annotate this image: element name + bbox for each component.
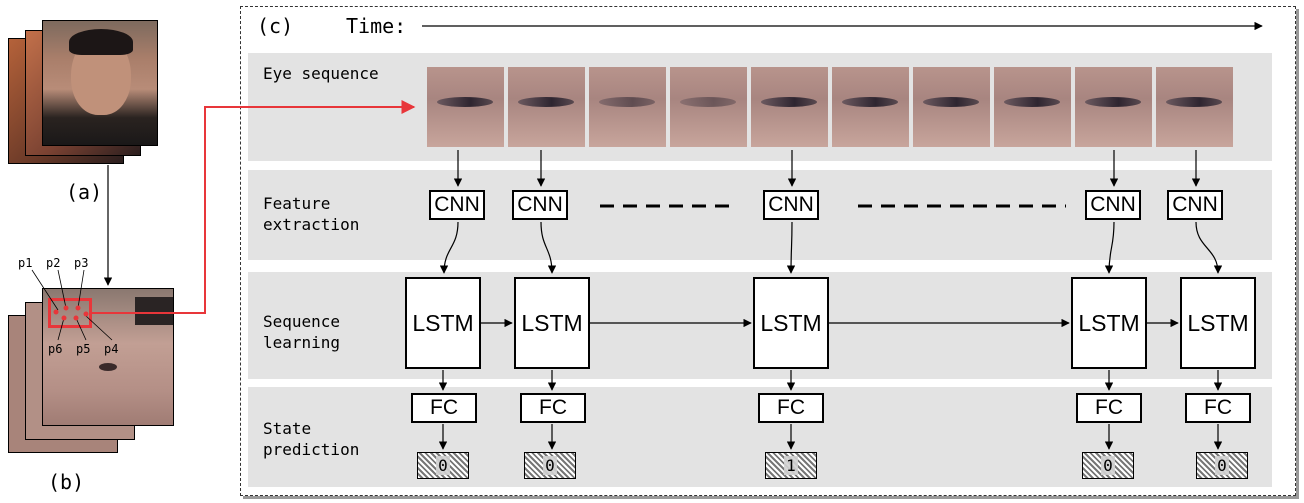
state-output: 0 <box>1196 452 1248 479</box>
eye-region-photo <box>42 288 174 426</box>
eye-to-cnn-arrows <box>453 150 1201 187</box>
state-output: 0 <box>524 452 576 479</box>
band-label-eye-sequence: Eye sequence <box>263 64 379 83</box>
cnn-box: CNN <box>429 190 485 220</box>
lstm-box: LSTM <box>514 277 590 369</box>
fc-box: FC <box>1076 393 1142 423</box>
landmark-p2: p2 <box>46 256 61 270</box>
cnn-box: CNN <box>763 190 819 220</box>
lstm-box: LSTM <box>1180 277 1256 369</box>
cnn-to-lstm-arrows <box>439 221 1223 274</box>
state-value: 0 <box>436 456 450 475</box>
eye-frame <box>589 67 666 147</box>
lstm-box: LSTM <box>405 277 481 369</box>
band-label-state-prediction: State prediction <box>263 419 360 459</box>
landmark-p1: p1 <box>18 256 33 270</box>
band-label-feature-extraction: Feature extraction <box>263 194 360 234</box>
eye-region-highlight <box>48 298 92 328</box>
lstm-box: LSTM <box>753 277 829 369</box>
eye-frame <box>670 67 747 147</box>
eye-frame <box>913 67 990 147</box>
eye-frame <box>1156 67 1233 147</box>
eye-frame <box>427 67 504 147</box>
eye-frame <box>832 67 909 147</box>
fc-to-state-arrows <box>438 424 1223 450</box>
landmark-leaders <box>31 269 113 341</box>
eye-frame <box>751 67 828 147</box>
state-value: 0 <box>1101 456 1115 475</box>
eye-frame <box>994 67 1071 147</box>
state-value: 0 <box>1215 456 1229 475</box>
lstm-box: LSTM <box>1071 277 1147 369</box>
panel-label-b: (b) <box>48 470 85 494</box>
state-value: 0 <box>543 456 557 475</box>
eye-frame <box>508 67 585 147</box>
landmark-p5: p5 <box>76 342 91 356</box>
face-photo <box>42 20 158 146</box>
highlight-arrow <box>92 100 416 314</box>
lstm-to-fc-arrows <box>438 370 1223 391</box>
cnn-box: CNN <box>1167 190 1223 220</box>
landmark-p6: p6 <box>48 342 63 356</box>
fc-box: FC <box>1185 393 1251 423</box>
cnn-box: CNN <box>1085 190 1141 220</box>
eye-frame <box>1075 67 1152 147</box>
state-output: 0 <box>417 452 469 479</box>
state-output: 1 <box>765 452 817 479</box>
band-label-sequence-learning: Sequence learning <box>263 312 341 352</box>
state-output: 0 <box>1082 452 1134 479</box>
landmark-p4: p4 <box>104 342 119 356</box>
fc-box: FC <box>520 393 586 423</box>
landmark-dots <box>53 305 89 321</box>
cnn-box: CNN <box>512 190 568 220</box>
panel-label-c: (c) <box>257 14 294 38</box>
state-value: 1 <box>784 456 798 475</box>
panel-label-a: (a) <box>66 180 103 204</box>
fc-box: FC <box>411 393 477 423</box>
landmark-p3: p3 <box>74 256 89 270</box>
fc-box: FC <box>758 393 824 423</box>
time-label: Time: <box>346 14 407 38</box>
